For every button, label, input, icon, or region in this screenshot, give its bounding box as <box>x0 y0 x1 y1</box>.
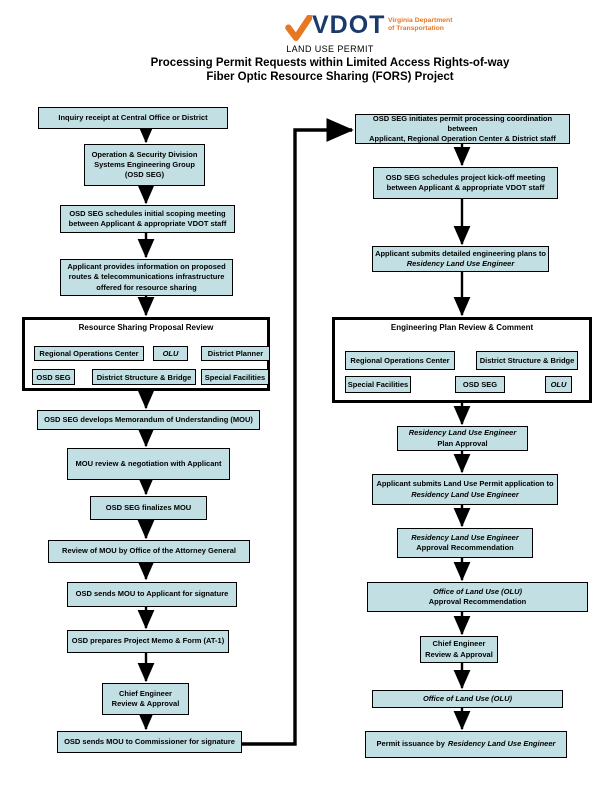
plan-approval-line1: Residency Land Use Engineer <box>408 428 517 438</box>
flow-box-inquiry-receipt: Inquiry receipt at Central Office or Dis… <box>38 107 228 129</box>
page-title-line2: Fiber Optic Resource Sharing (FORS) Proj… <box>206 71 454 83</box>
member-regional-operations-center-2: Regional Operations Center <box>345 351 455 370</box>
flow-box-mou-finalize: OSD SEG finalizes MOU <box>90 496 207 520</box>
flow-box-engineering-plans: Applicant submits detailed engineering p… <box>372 246 549 272</box>
member-district-planner: District Planner <box>201 346 270 361</box>
flow-box-initiate-coordination: OSD SEG initiates permit processing coor… <box>355 114 570 144</box>
permit-issuance-prefix: Permit issuance by <box>376 739 445 749</box>
group-engineering-plan-review: Engineering Plan Review & Comment Region… <box>332 317 592 403</box>
flow-box-oag-review: Review of MOU by Office of the Attorney … <box>48 540 250 563</box>
member-district-structure-bridge-2: District Structure & Bridge <box>476 351 578 370</box>
permit-application-line1: Applicant submits Land Use Permit applic… <box>376 479 554 489</box>
flow-box-approval-recommendation: Residency Land Use Engineer Approval Rec… <box>397 528 533 558</box>
plan-approval-line2: Plan Approval <box>437 438 488 448</box>
flow-box-scoping-meeting: OSD SEG schedules initial scoping meetin… <box>60 205 235 233</box>
permit-application-line2: Residency Land Use Engineer <box>411 489 519 499</box>
group-resource-sharing-review: Resource Sharing Proposal Review Regiona… <box>22 317 270 391</box>
group-title-engineering-plan: Engineering Plan Review & Comment <box>390 323 534 332</box>
permit-issuance-engineer: Residency Land Use Engineer <box>447 739 556 749</box>
olu-recommendation-line2: Approval Recommendation <box>428 597 527 606</box>
member-regional-operations-center: Regional Operations Center <box>34 346 144 361</box>
page-title-line1: Processing Permit Requests within Limite… <box>150 57 510 69</box>
member-olu-2: OLU <box>545 376 572 393</box>
flow-box-chief-engineer-left: Chief Engineer Review & Approval <box>102 683 189 715</box>
vdot-tagline-line1: Virginia Department <box>388 17 453 24</box>
member-district-structure-bridge: District Structure & Bridge <box>92 369 196 385</box>
member-osd-seg-2: OSD SEG <box>455 376 505 393</box>
flow-box-mou-signature: OSD sends MOU to Applicant for signature <box>67 582 237 607</box>
group-title-resource-sharing: Resource Sharing Proposal Review <box>78 323 214 332</box>
doc-type-label: LAND USE PERMIT <box>286 44 374 54</box>
member-olu: OLU <box>153 346 188 361</box>
member-special-facilities: Special Facilities <box>201 369 269 385</box>
flow-box-olu-office: Office of Land Use (OLU) <box>372 690 563 708</box>
flow-box-mou-develop: OSD SEG develops Memorandum of Understan… <box>37 410 260 430</box>
flow-box-olu-recommendation: Office of Land Use (OLU) Approval Recomm… <box>367 582 588 612</box>
flow-box-applicant-info: Applicant provides information on propos… <box>60 259 233 296</box>
flow-box-chief-engineer-right: Chief Engineer Review & Approval <box>420 636 498 663</box>
vdot-swoosh-icon <box>285 15 312 41</box>
vdot-brand-text: VDOT <box>312 11 386 39</box>
flow-box-permit-issuance: Permit issuance by Residency Land Use En… <box>365 731 567 758</box>
approval-recommendation-line1: Residency Land Use Engineer <box>411 532 519 542</box>
flow-box-project-memo: OSD prepares Project Memo & Form (AT-1) <box>67 630 229 653</box>
flow-box-mou-review: MOU review & negotiation with Applicant <box>67 448 230 480</box>
member-special-facilities-2: Special Facilities <box>345 376 411 393</box>
approval-recommendation-line2: Approval Recommendation <box>416 543 514 552</box>
vdot-tagline: Virginia Department of Transportation <box>388 17 452 34</box>
flow-box-kickoff-meeting: OSD SEG schedules project kick-off meeti… <box>373 167 558 199</box>
engineering-plans-line1: Applicant submits detailed engineering p… <box>375 248 546 258</box>
engineering-plans-line2: Residency Land Use Engineer <box>406 259 515 268</box>
flow-box-permit-application: Applicant submits Land Use Permit applic… <box>372 474 558 505</box>
flow-box-commissioner-signature: OSD sends MOU to Commissioner for signat… <box>57 731 242 753</box>
member-osd-seg: OSD SEG <box>32 369 75 385</box>
olu-recommendation-line1: Office of Land Use (OLU) <box>432 586 523 596</box>
flow-box-osd-seg-group: Operation & Security Division Systems En… <box>84 144 205 186</box>
flow-box-plan-approval: Residency Land Use Engineer Plan Approva… <box>397 426 528 451</box>
vdot-tagline-line2: of Transportation <box>388 25 444 33</box>
vdot-logo: VDOT Virginia Department of Transportati… <box>285 11 455 44</box>
